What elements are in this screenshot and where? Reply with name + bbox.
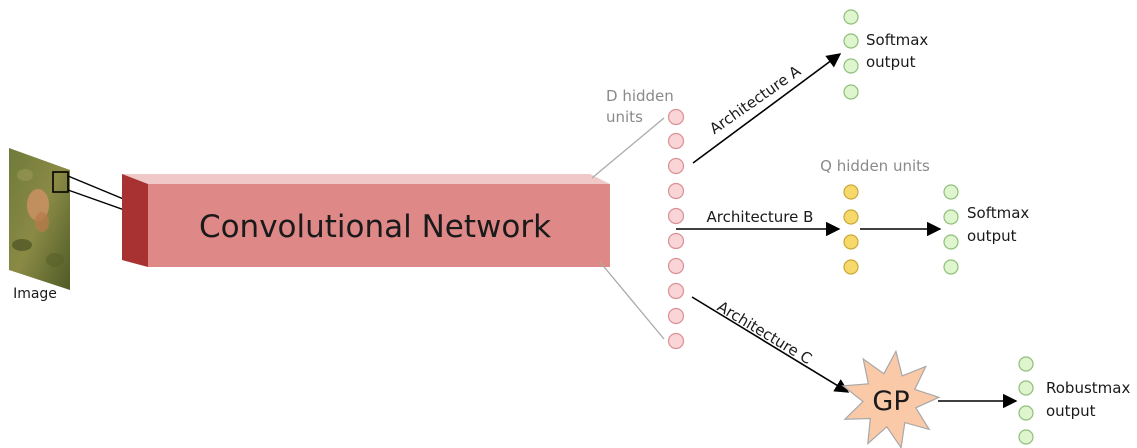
hidden-unit-node bbox=[667, 307, 685, 325]
robustmax-output-node bbox=[1018, 380, 1034, 396]
hidden-unit-node bbox=[667, 257, 685, 275]
network-top-face bbox=[122, 174, 610, 184]
hidden-unit-node bbox=[667, 282, 685, 300]
q-hidden-unit-node bbox=[843, 234, 859, 250]
architecture-c-label: Architecture C bbox=[714, 297, 815, 368]
q-hidden-unit-node bbox=[843, 259, 859, 275]
arrow-architecture-a bbox=[692, 53, 842, 164]
d-hidden-label: D hidden bbox=[606, 87, 674, 105]
softmax-output-node bbox=[843, 9, 859, 25]
d-hidden-label-units: units bbox=[606, 108, 643, 126]
softmax-output-node bbox=[943, 234, 959, 250]
hidden-unit-node bbox=[667, 157, 685, 175]
hidden-unit-node bbox=[667, 232, 685, 250]
connector-bottom bbox=[599, 261, 665, 340]
architecture-b-output-label-2: output bbox=[967, 227, 1017, 245]
robustmax-output-node bbox=[1018, 356, 1034, 372]
architecture-a-output-label-2: output bbox=[866, 53, 916, 71]
softmax-output-node bbox=[843, 58, 859, 74]
architecture-c-output-units bbox=[1018, 356, 1034, 445]
gp-star bbox=[841, 349, 941, 448]
connector-top bbox=[591, 117, 665, 179]
softmax-output-node bbox=[943, 184, 959, 200]
architecture-b-label: Architecture B bbox=[707, 208, 814, 226]
robustmax-output-node bbox=[1018, 429, 1034, 445]
architecture-a-output-label: Softmax bbox=[866, 31, 928, 49]
q-hidden-unit-node bbox=[843, 209, 859, 225]
hidden-unit-node bbox=[667, 108, 685, 126]
softmax-output-node bbox=[843, 84, 859, 100]
architecture-b-output-units bbox=[943, 184, 959, 275]
gp-label: GP bbox=[872, 386, 909, 417]
q-hidden-units bbox=[843, 184, 859, 275]
network-side-face bbox=[122, 174, 148, 267]
architecture-b-output-label: Softmax bbox=[967, 204, 1029, 222]
q-hidden-label: Q hidden units bbox=[820, 157, 930, 175]
d-hidden-units bbox=[667, 108, 685, 350]
q-hidden-unit-node bbox=[843, 184, 859, 200]
network-label: Convolutional Network bbox=[199, 209, 551, 245]
hidden-unit-node bbox=[667, 332, 685, 350]
architecture-a-output-units bbox=[843, 9, 859, 100]
conv-network-block bbox=[122, 174, 610, 267]
architecture-c-output-label-2: output bbox=[1046, 402, 1096, 420]
network-front-face bbox=[148, 184, 610, 267]
image-label: Image bbox=[13, 286, 57, 302]
robustmax-output-node bbox=[1018, 405, 1034, 421]
architecture-a-label: Architecture A bbox=[706, 61, 804, 137]
hidden-unit-node bbox=[667, 182, 685, 200]
architecture-c-output-label: Robustmax bbox=[1046, 379, 1130, 397]
arrow-architecture-c bbox=[691, 296, 850, 393]
softmax-output-node bbox=[843, 33, 859, 49]
hidden-unit-node bbox=[667, 132, 685, 150]
softmax-output-node bbox=[943, 259, 959, 275]
softmax-output-node bbox=[943, 209, 959, 225]
hidden-unit-node bbox=[667, 207, 685, 225]
input-image bbox=[9, 148, 70, 290]
